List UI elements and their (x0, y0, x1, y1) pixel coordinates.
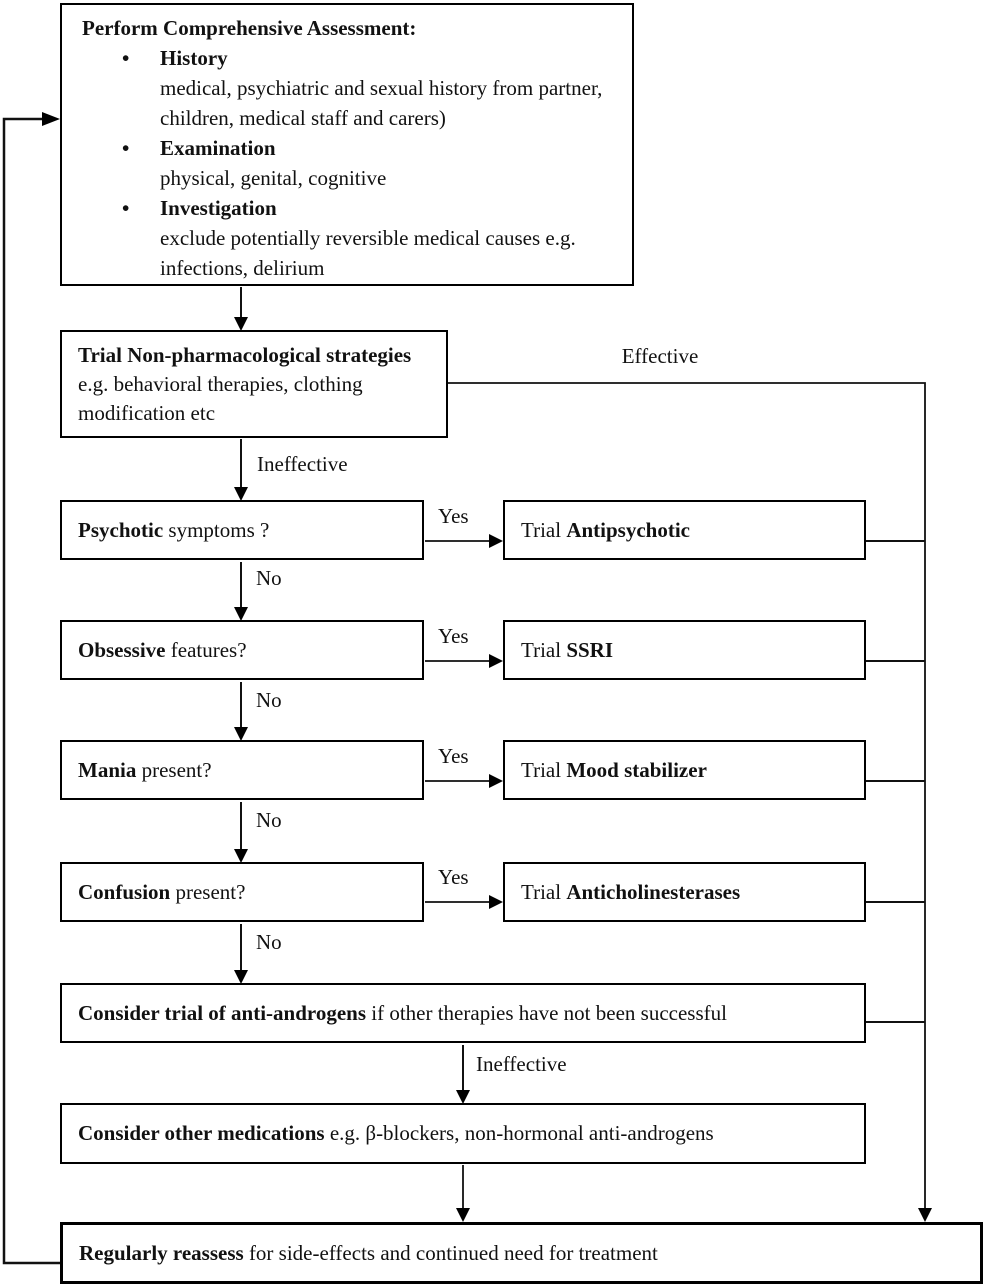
arrowhead-mania-icon (234, 727, 248, 741)
treatment-prefix: Trial (521, 637, 567, 662)
arrowhead-confusion-icon (234, 849, 248, 863)
arrowhead-psychotic-icon (234, 487, 248, 501)
arrowhead-othermeds-icon (456, 1090, 470, 1104)
node-question-confusion: Confusion present? (60, 862, 424, 922)
arrowhead-antiandrogens-icon (234, 970, 248, 984)
label-yes-mania: Yes (438, 744, 469, 768)
label-no-psychotic: No (256, 566, 282, 590)
nonpharm-bold: Trial Non-pharmacological strategies (78, 343, 412, 367)
arrowhead-rail-reassess-icon (918, 1208, 932, 1222)
assessment-bullet-examination: • Examination physical, genital, cogniti… (122, 133, 618, 193)
arrowhead-mood-icon (489, 774, 503, 788)
treatment-name: Mood stabilizer (566, 757, 707, 782)
label-yes-obsessive: Yes (438, 624, 469, 648)
arrowhead-obsessive-icon (234, 607, 248, 621)
treatment-prefix: Trial (521, 757, 567, 782)
question-rest: present? (136, 757, 212, 782)
arrowhead-ssri-icon (489, 654, 503, 668)
question-rest: symptoms ? (163, 517, 270, 542)
treatment-name: Antipsychotic (566, 517, 691, 542)
label-no-obsessive: No (256, 688, 282, 712)
bullet-icon: • (122, 46, 130, 70)
node-treatment-ssri: Trial SSRI (503, 620, 866, 680)
effective-rail-line (448, 382, 926, 1208)
bullet-term: Investigation (160, 196, 277, 220)
arrowhead-reassess-icon (456, 1208, 470, 1222)
bullet-detail: medical, psychiatric and sexual history … (160, 76, 603, 130)
node-nonpharm: Trial Non-pharmacological strategies e.g… (60, 330, 448, 438)
bullet-term: Examination (160, 136, 276, 160)
arrowhead-anticholinesterases-icon (489, 895, 503, 909)
assessment-title: Perform Comprehensive Assessment: (82, 16, 417, 40)
antiandrogens-bold: Consider trial of anti-androgens (78, 1000, 366, 1025)
node-reassess: Regularly reassess for side-effects and … (60, 1222, 983, 1284)
label-ineffective-nonpharm: Ineffective (257, 452, 348, 476)
treatment-name: SSRI (566, 637, 614, 662)
node-question-obsessive: Obsessive features? (60, 620, 424, 680)
node-treatment-mood-stabilizer: Trial Mood stabilizer (503, 740, 866, 800)
treatment-prefix: Trial (521, 879, 567, 904)
treatment-prefix: Trial (521, 517, 567, 542)
antiandrogens-rest: if other therapies have not been success… (366, 1000, 727, 1025)
treatment-name: Anticholinesterases (566, 879, 741, 904)
question-rest: present? (170, 879, 246, 904)
label-no-confusion: No (256, 930, 282, 954)
othermeds-bold: Consider other medications (78, 1121, 325, 1145)
node-question-psychotic: Psychotic symptoms ? (60, 500, 424, 560)
label-yes-psychotic: Yes (438, 504, 469, 528)
nonpharm-rest: e.g. behavioral therapies, clothing modi… (78, 372, 363, 425)
node-antiandrogens: Consider trial of anti-androgens if othe… (60, 983, 866, 1043)
label-effective: Effective (621, 344, 699, 368)
reassess-bold: Regularly reassess (79, 1240, 244, 1265)
question-bold: Confusion (78, 879, 171, 904)
bullet-term: History (160, 46, 228, 70)
node-treatment-anticholinesterases: Trial Anticholinesterases (503, 862, 866, 922)
bullet-icon: • (122, 196, 130, 220)
feedback-arrowhead-icon (42, 112, 60, 126)
question-bold: Psychotic (78, 517, 164, 542)
feedback-line (2, 117, 60, 1265)
assessment-bullet-history: • History medical, psychiatric and sexua… (122, 43, 618, 133)
label-ineffective-antiandrogens: Ineffective (476, 1052, 567, 1076)
assessment-bullet-investigation: • Investigation exclude potentially reve… (122, 193, 618, 283)
question-rest: features? (165, 637, 247, 662)
bullet-detail: exclude potentially reversible medical c… (160, 226, 576, 280)
label-no-mania: No (256, 808, 282, 832)
bullet-icon: • (122, 136, 130, 160)
question-bold: Mania (78, 757, 137, 782)
arrowhead-antipsychotic-icon (489, 534, 503, 548)
reassess-rest: for side-effects and continued need for … (243, 1240, 658, 1265)
node-treatment-antipsychotic: Trial Antipsychotic (503, 500, 866, 560)
bullet-detail: physical, genital, cognitive (160, 166, 387, 190)
label-yes-confusion: Yes (438, 865, 469, 889)
arrowhead-nonpharm-icon (234, 317, 248, 331)
question-bold: Obsessive (78, 637, 166, 662)
node-question-mania: Mania present? (60, 740, 424, 800)
node-assessment: Perform Comprehensive Assessment: • Hist… (60, 3, 634, 286)
node-othermeds: Consider other medications e.g. β-blocke… (60, 1103, 866, 1164)
othermeds-rest: e.g. β-blockers, non-hormonal anti-andro… (324, 1121, 714, 1145)
